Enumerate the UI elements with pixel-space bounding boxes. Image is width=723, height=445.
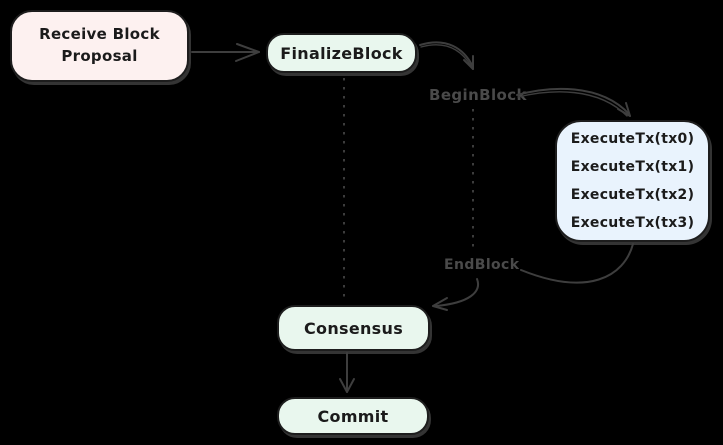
node-label: Receive Block Proposal	[39, 25, 160, 65]
node-label: Consensus	[303, 318, 404, 338]
node-receive-block-proposal: Receive Block Proposal	[10, 10, 189, 82]
node-execute-tx: ExecuteTx(tx0) ExecuteTx(tx1) ExecuteTx(…	[555, 120, 710, 242]
arrow-endblock-to-consensus	[432, 278, 479, 311]
node-label: FinalizeBlock	[280, 43, 403, 63]
node-label: Commit	[317, 406, 389, 426]
execute-tx-line: ExecuteTx(tx3)	[570, 215, 695, 231]
node-finalize-block: FinalizeBlock	[266, 33, 417, 73]
arrow-beginblock-to-executetx	[516, 87, 631, 117]
execute-tx-line: ExecuteTx(tx0)	[570, 131, 695, 147]
execute-tx-line: ExecuteTx(tx2)	[570, 187, 695, 203]
arrow-consensus-to-commit	[339, 352, 355, 393]
execute-tx-line: ExecuteTx(tx1)	[570, 159, 695, 175]
edge-label-end-block: EndBlock	[444, 257, 520, 273]
arrow-finalize-to-beginblock	[419, 41, 474, 70]
connector-executetx-to-endblock	[520, 243, 634, 284]
node-consensus: Consensus	[277, 305, 430, 351]
arrow-receive-to-finalize	[191, 43, 260, 62]
edge-label-begin-block: BeginBlock	[429, 86, 527, 104]
node-commit: Commit	[277, 397, 429, 435]
